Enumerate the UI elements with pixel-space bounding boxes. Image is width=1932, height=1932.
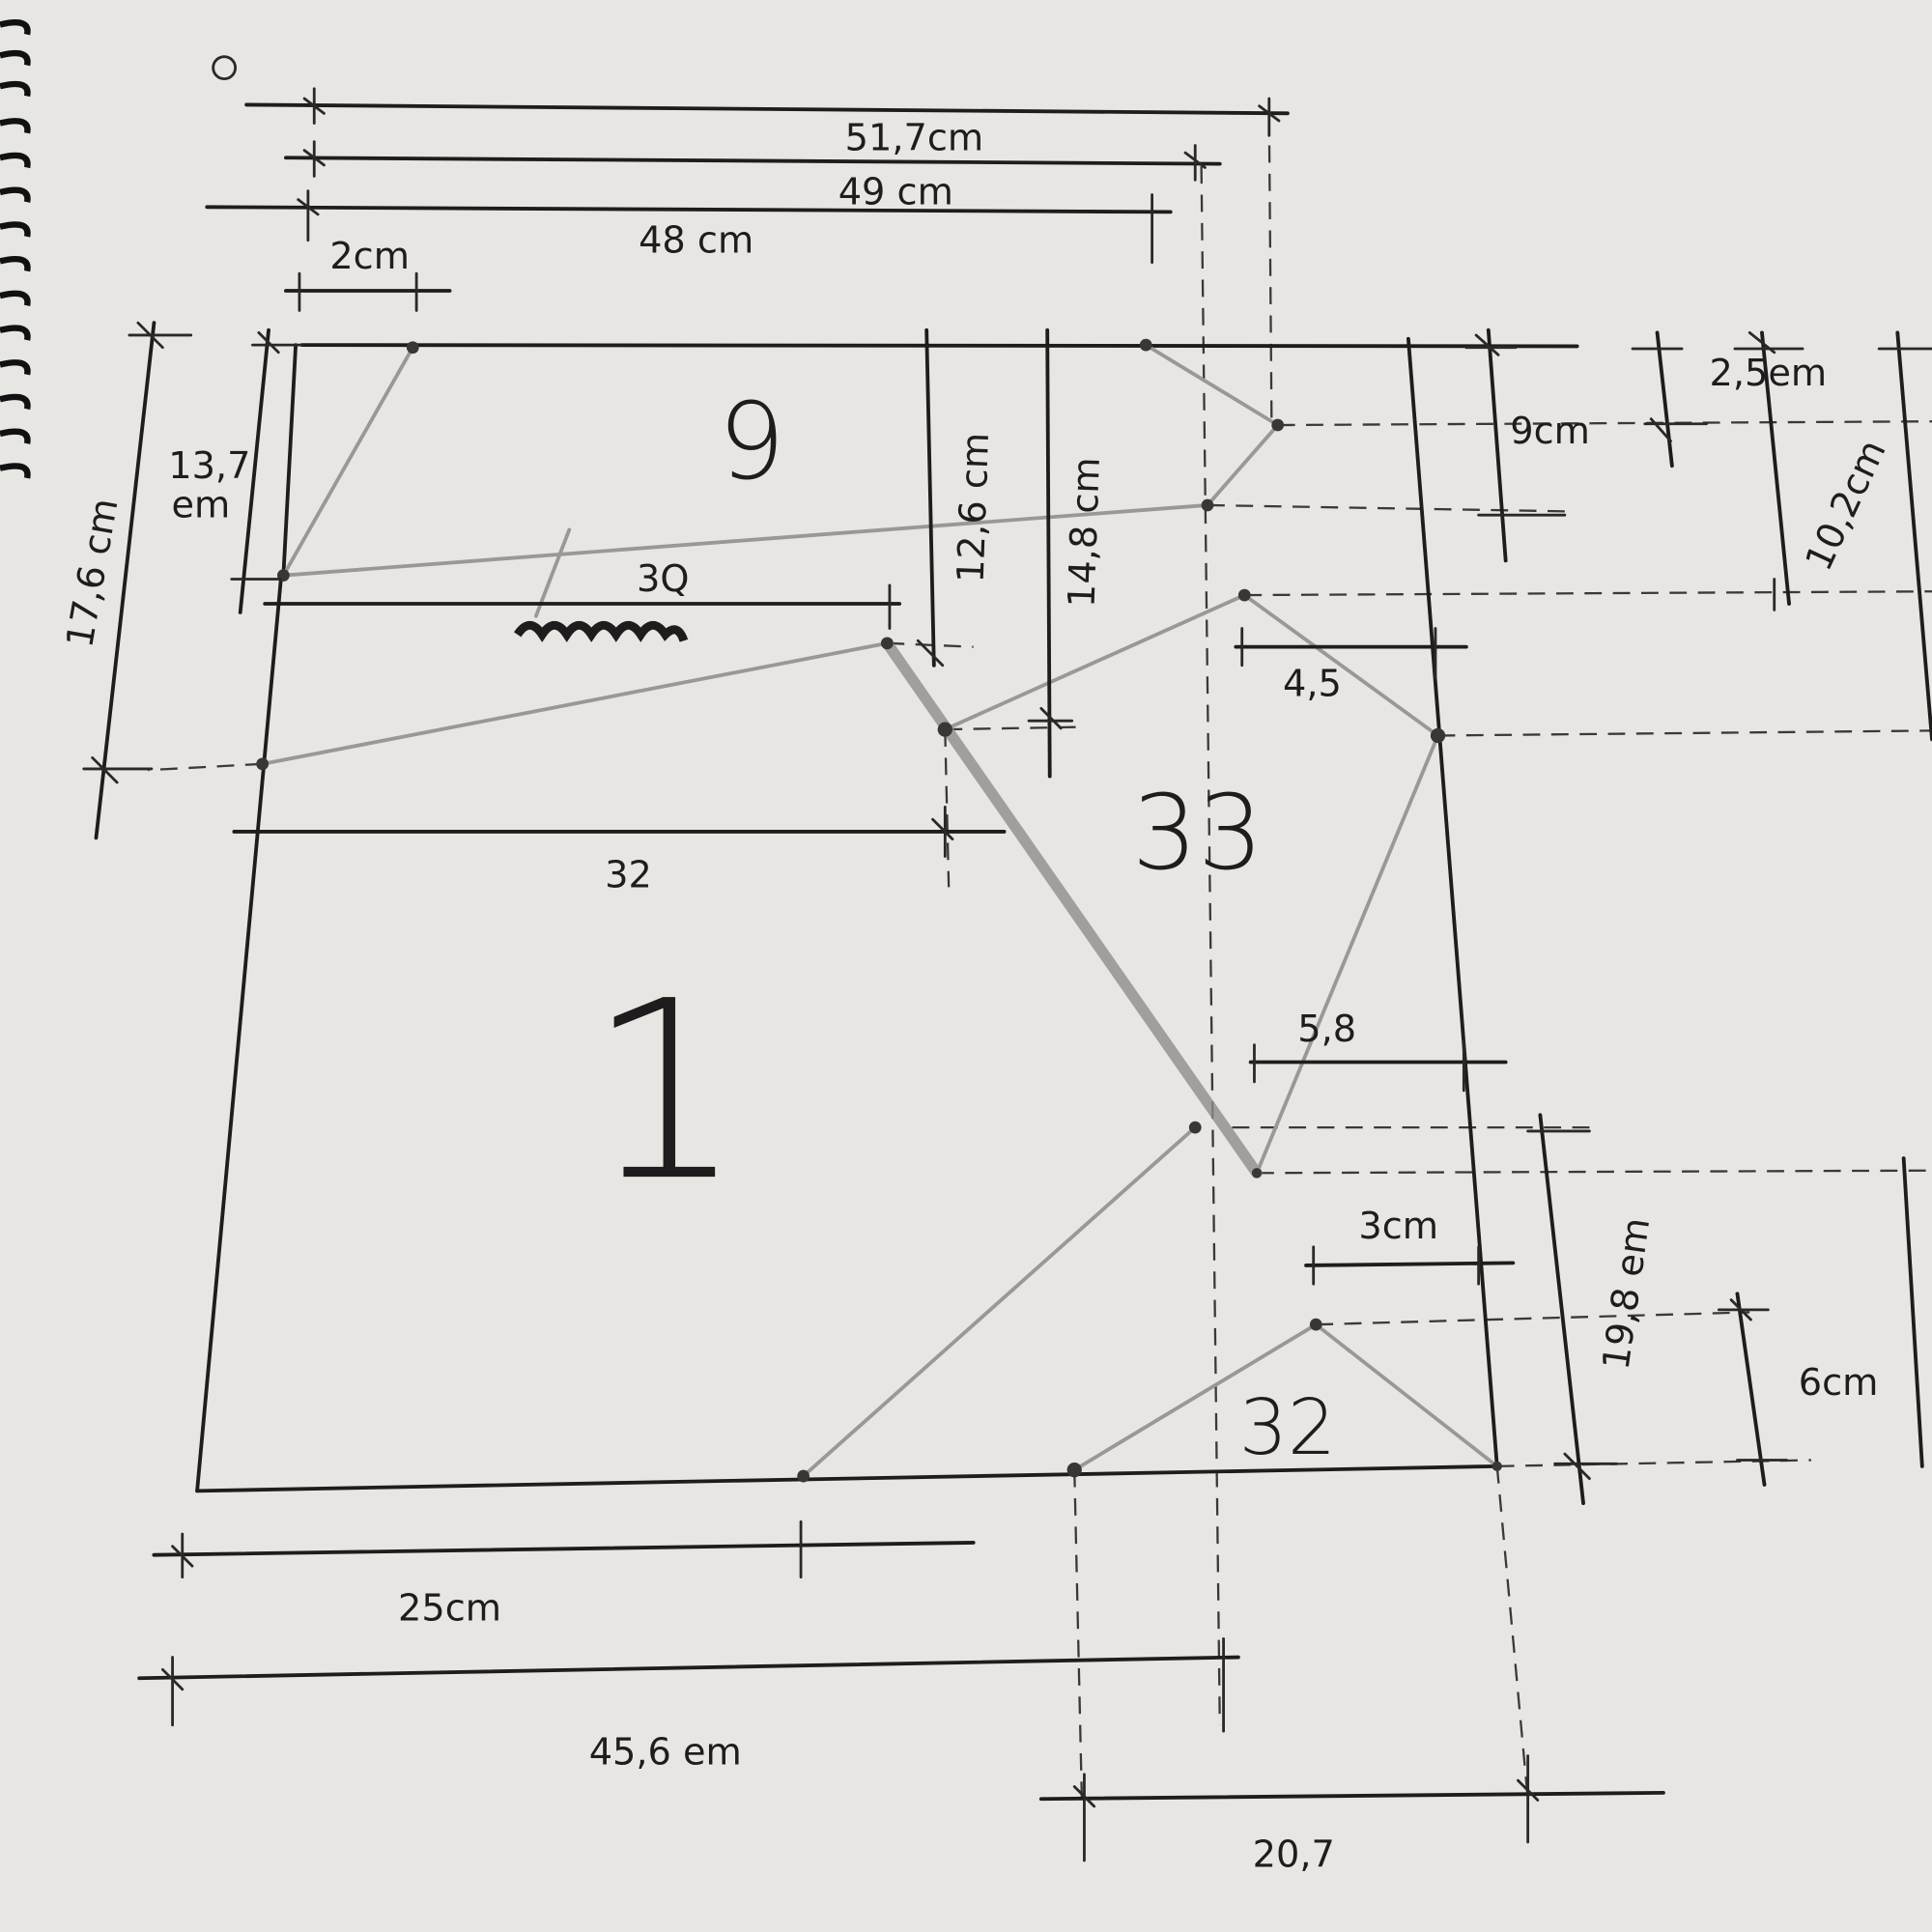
spiral-binding bbox=[0, 19, 31, 479]
piece-lines bbox=[260, 343, 1499, 1478]
dimension-lines bbox=[82, 87, 1932, 1862]
dim-2-5: 2,5em bbox=[1710, 352, 1828, 395]
dim-49: 49 cm bbox=[838, 171, 953, 214]
dim-2: 2cm bbox=[329, 235, 410, 278]
dim-4-5: 4,5 bbox=[1283, 663, 1342, 706]
piece-label-32: 32 bbox=[1239, 1383, 1337, 1472]
scribble-mark bbox=[514, 620, 689, 642]
dim-5-8: 5,8 bbox=[1297, 1008, 1356, 1051]
pattern-outline bbox=[195, 336, 1579, 1493]
dim-51-7: 51,7cm bbox=[845, 117, 983, 160]
dim-30: 3Q bbox=[637, 557, 689, 601]
dim-13-7-unit: em bbox=[172, 484, 231, 527]
guide-lines bbox=[147, 117, 1932, 1800]
dim-9: 9cm bbox=[1510, 410, 1590, 453]
dim-45-6: 45,6 em bbox=[589, 1731, 742, 1775]
dim-12-6: 12,6 cm bbox=[950, 432, 998, 583]
dim-3: 3cm bbox=[1358, 1205, 1438, 1248]
dim-48: 48 cm bbox=[639, 218, 753, 262]
pattern-points bbox=[256, 338, 1502, 1483]
dim-13-7: 13,7 bbox=[168, 444, 250, 488]
dim-6: 6cm bbox=[1799, 1361, 1879, 1405]
piece-label-9: 9 bbox=[718, 380, 785, 503]
piece-label-1: 1 bbox=[587, 949, 744, 1236]
dim-20-7: 20,7 bbox=[1253, 1833, 1335, 1876]
dim-25: 25cm bbox=[398, 1586, 501, 1630]
sheet-marker-circle bbox=[212, 55, 238, 81]
dim-32: 32 bbox=[605, 853, 652, 896]
dim-14-8: 14,8 cm bbox=[1061, 456, 1109, 608]
piece-label-33: 33 bbox=[1132, 774, 1264, 894]
